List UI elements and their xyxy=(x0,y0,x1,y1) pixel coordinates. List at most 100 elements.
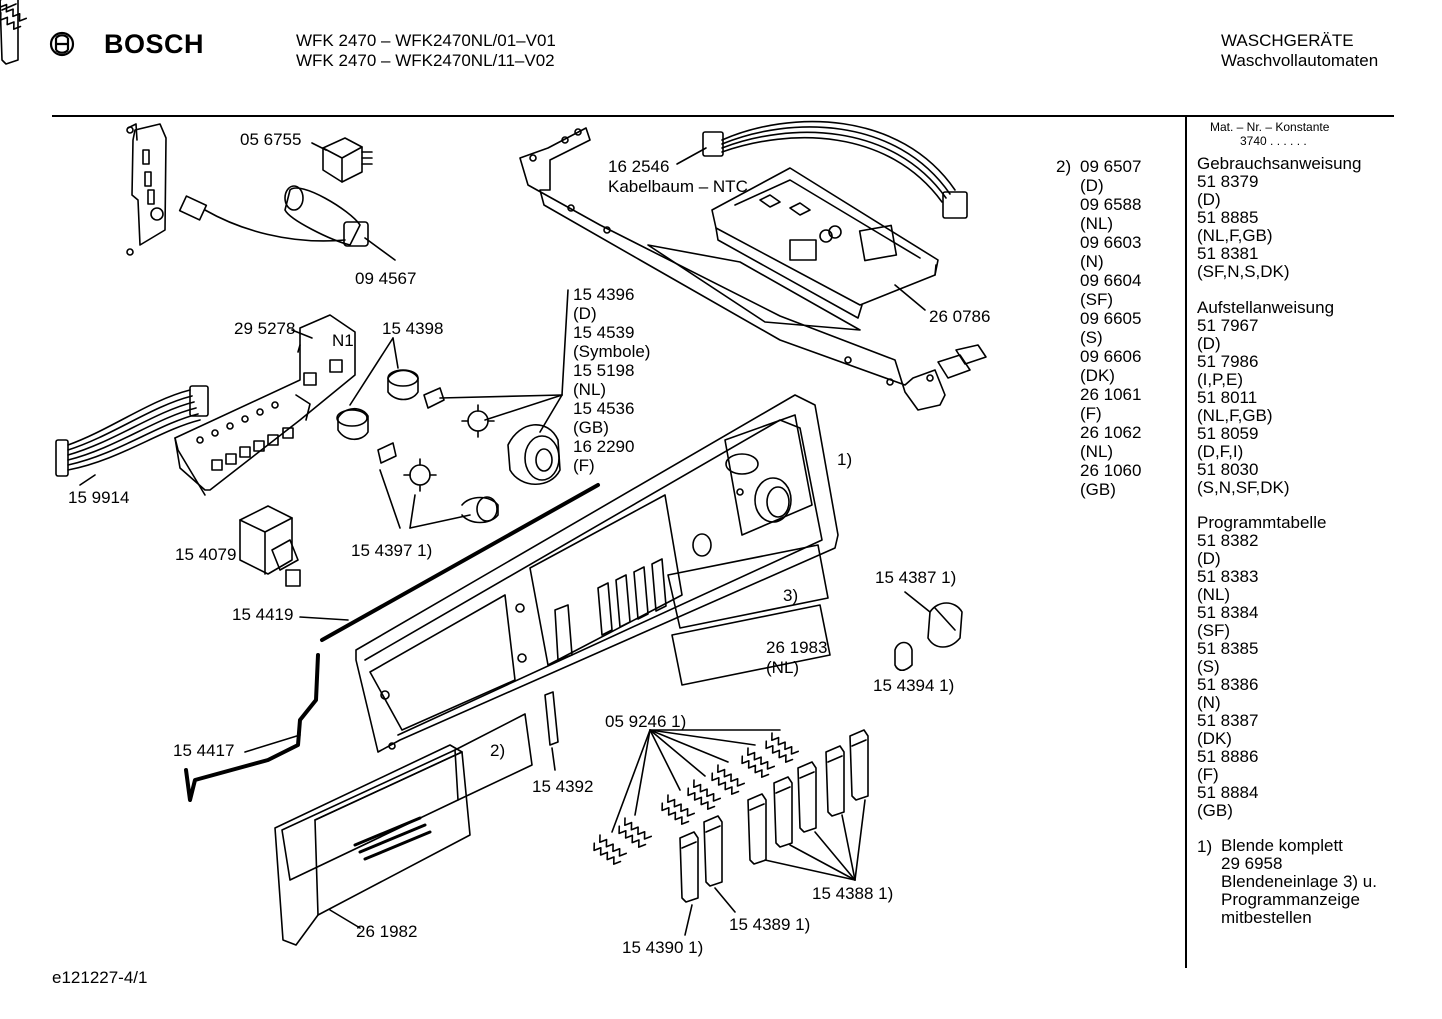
knob-clips-and-rings xyxy=(377,387,499,524)
control-panel-fascia xyxy=(355,394,839,753)
module-list-line: 09 6606 xyxy=(1080,347,1142,366)
label-059246: 05 9246 1) xyxy=(605,712,687,731)
label-094567: 09 4567 xyxy=(355,269,417,288)
gebrauchsanweisung-block: Gebrauchsanweisung 51 8379 (D) 51 8885 (… xyxy=(1197,155,1361,281)
note-line: Programmanzeige xyxy=(1221,890,1360,909)
section-line: (S,N,SF,DK) xyxy=(1197,478,1290,497)
module-list-line: (F) xyxy=(1080,404,1102,423)
control-housing-bracket xyxy=(519,127,987,411)
section-line: (SF,N,S,DK) xyxy=(1197,262,1290,281)
knob-inserts xyxy=(336,337,419,441)
label-162546: 16 2546 xyxy=(608,157,670,176)
module-list-line: (NL) xyxy=(1080,442,1114,461)
section-line: 51 8385 xyxy=(1197,639,1259,658)
knob-list-line: (D) xyxy=(573,304,597,323)
matnr-value: 3740 . . . . . . xyxy=(1240,134,1307,148)
model-line-1: WFK 2470 – WFK2470NL/01–V01 xyxy=(296,31,556,50)
label-056755: 05 6755 xyxy=(240,130,302,149)
section-line: 51 8030 xyxy=(1197,460,1259,479)
light-guide-rod xyxy=(299,483,600,642)
program-display-insert xyxy=(667,544,831,686)
label-154390: 15 4390 1) xyxy=(622,938,704,957)
matnr-block: Mat. – Nr. – Konstante 3740 . . . . . . xyxy=(1210,120,1329,148)
wire-clip xyxy=(184,653,320,802)
module-list-line: 09 6605 xyxy=(1080,309,1142,328)
label-260786: 26 0786 xyxy=(929,307,991,326)
section-title: Aufstellanweisung xyxy=(1197,298,1335,317)
label-261982: 26 1982 xyxy=(356,922,418,941)
label-154388: 15 4388 1) xyxy=(812,884,894,903)
matnr-label: Mat. – Nr. – Konstante xyxy=(1210,120,1330,134)
section-line: (D,F,I) xyxy=(1197,442,1244,461)
section-line: 51 8381 xyxy=(1197,244,1259,263)
door-lock-relay xyxy=(239,505,301,587)
document-code: e121227-4/1 xyxy=(52,968,148,987)
dispenser-drawer-handle xyxy=(274,713,533,946)
section-line: 51 8884 xyxy=(1197,783,1259,802)
module-list-line: (DK) xyxy=(1080,366,1115,385)
module-list-line: 26 1061 xyxy=(1080,385,1142,404)
push-button-keys xyxy=(0,0,869,936)
section-line: 51 8387 xyxy=(1197,711,1259,730)
module-list-line: 09 6603 xyxy=(1080,233,1142,252)
section-line: (NL) xyxy=(1197,585,1231,604)
note-line: Blende komplett xyxy=(1221,836,1343,855)
label-261983: 26 1983 xyxy=(766,638,828,657)
category-subtitle: Waschvollautomaten xyxy=(1221,51,1379,70)
section-line: (D) xyxy=(1197,334,1221,353)
section-title: Programmtabelle xyxy=(1197,513,1327,532)
module-list-line: (N) xyxy=(1080,252,1104,271)
knob-list-line: (NL) xyxy=(573,380,607,399)
label-154389: 15 4389 1) xyxy=(729,915,811,934)
knob-list-line: (GB) xyxy=(573,418,609,437)
label-154387: 15 4387 1) xyxy=(875,568,957,587)
section-line: 51 8383 xyxy=(1197,567,1259,586)
module-list-line: 26 1060 xyxy=(1080,461,1142,480)
label-n1: N1 xyxy=(332,331,354,350)
knob-list-line: 16 2290 xyxy=(573,437,635,456)
knob-part-list: 15 4396 (D) 15 4539 (Symbole) 15 5198 (N… xyxy=(573,285,650,475)
section-line: (SF) xyxy=(1197,621,1231,640)
section-line: (NL,F,GB) xyxy=(1197,406,1273,425)
knob-list-line: 15 5198 xyxy=(573,361,635,380)
section-line: (D) xyxy=(1197,549,1221,568)
note-block: Blende komplett 29 6958 Blendeneinlage 3… xyxy=(1221,837,1377,927)
suppressor-component xyxy=(311,137,373,183)
knob-list-line: (F) xyxy=(573,456,595,475)
label-159914: 15 9914 xyxy=(68,488,130,507)
label-261983-country: (NL) xyxy=(766,658,800,677)
section-line: (GB) xyxy=(1197,801,1233,820)
mounting-bracket xyxy=(126,123,167,256)
label-ref-3: 3) xyxy=(783,586,799,605)
label-154419: 15 4419 xyxy=(232,605,294,624)
note-line: 29 6958 xyxy=(1221,854,1283,873)
section-line: 51 8382 xyxy=(1197,531,1259,550)
module-list-line: 26 1062 xyxy=(1080,423,1142,442)
module-list-line: (NL) xyxy=(1080,214,1114,233)
knob-list-line: 15 4539 xyxy=(573,323,635,342)
label-ref-1: 1) xyxy=(837,450,853,469)
section-line: (I,P,E) xyxy=(1197,370,1243,389)
module-list-marker: 2) xyxy=(1056,157,1072,176)
section-line: (D) xyxy=(1197,190,1221,209)
label-154079: 15 4079 xyxy=(175,545,237,564)
section-line: 51 7986 xyxy=(1197,352,1259,371)
label-ref-2: 2) xyxy=(490,741,506,760)
circuit-board xyxy=(174,314,356,496)
section-line: (F) xyxy=(1197,765,1219,784)
label-154397: 15 4397 1) xyxy=(351,541,433,560)
label-154394: 15 4394 1) xyxy=(873,676,955,695)
cable-harness-ntc xyxy=(676,120,968,219)
section-line: 51 8386 xyxy=(1197,675,1259,694)
section-line: 51 8885 xyxy=(1197,208,1259,227)
module-list-line: (D) xyxy=(1080,176,1104,195)
knob-list-leaders xyxy=(379,289,569,529)
module-list-line: 09 6507 xyxy=(1080,157,1142,176)
label-kabelbaum: Kabelbaum – NTC xyxy=(608,177,748,196)
section-line: 51 8886 xyxy=(1197,747,1259,766)
label-154392: 15 4392 xyxy=(532,777,594,796)
section-line: 51 8059 xyxy=(1197,424,1259,443)
section-line: 51 8379 xyxy=(1197,172,1259,191)
knob-list-line: 15 4396 xyxy=(573,285,635,304)
